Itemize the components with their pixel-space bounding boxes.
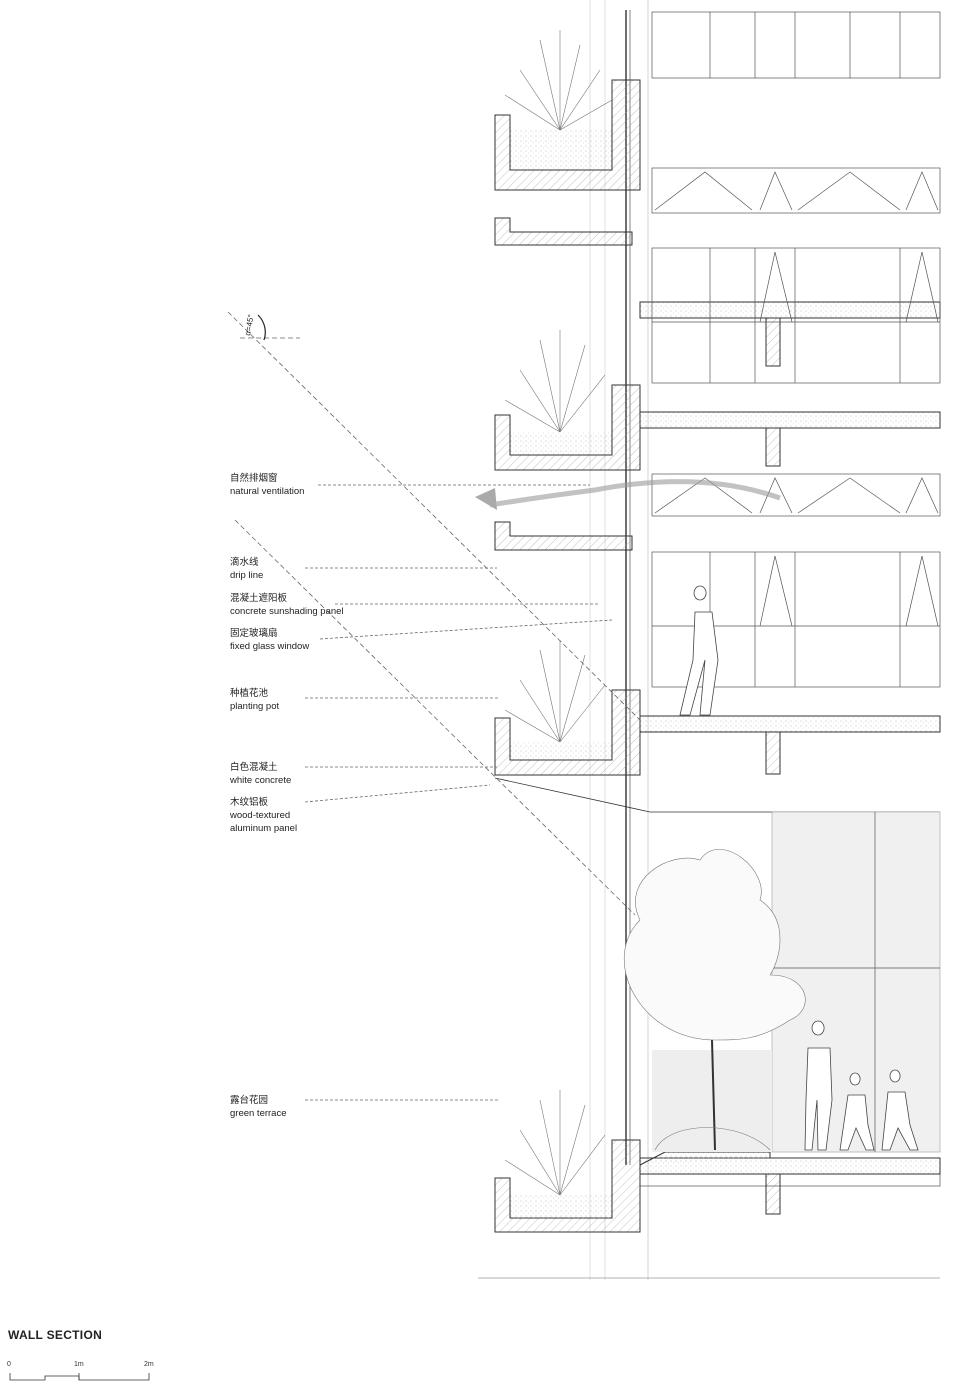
label-en: natural ventilation bbox=[230, 486, 305, 497]
label-en: concrete sunshading panel bbox=[230, 606, 344, 617]
scale-tick-0: 0 bbox=[7, 1361, 11, 1368]
label-planting-pot: 种植花池 planting pot bbox=[230, 687, 279, 713]
label-zh: 混凝土遮阳板 bbox=[230, 593, 288, 604]
label-en: planting pot bbox=[230, 701, 280, 712]
label-zh: 固定玻璃扇 bbox=[230, 628, 278, 639]
floor-1 bbox=[494, 79, 941, 367]
label-fixed-glass-window: 固定玻璃扇 fixed glass window bbox=[230, 627, 309, 653]
label-natural-ventilation: 自然排烟窗 natural ventilation bbox=[230, 472, 304, 498]
label-en: fixed glass window bbox=[230, 641, 310, 652]
label-zh: 种植花池 bbox=[230, 688, 269, 699]
label-en: drip line bbox=[230, 570, 264, 581]
label-zh: 自然排烟窗 bbox=[230, 473, 278, 484]
angle-label: α=45° bbox=[243, 314, 256, 337]
floor-3 bbox=[494, 689, 941, 813]
floor-4 bbox=[494, 1139, 941, 1233]
scale-bar bbox=[9, 1373, 150, 1381]
label-zh: 白色混凝土 bbox=[230, 762, 278, 773]
plants bbox=[504, 30, 806, 1196]
label-en: white concrete bbox=[230, 775, 292, 786]
label-en: green terrace bbox=[230, 1108, 287, 1119]
people bbox=[679, 585, 919, 1151]
label-zh: 木纹铝板 bbox=[230, 797, 269, 808]
scale-tick-2m: 2m bbox=[144, 1361, 154, 1368]
scale-tick-1m: 1m bbox=[74, 1361, 84, 1368]
drawing-title: WALL SECTION bbox=[8, 1328, 103, 1342]
label-zh: 滴水线 bbox=[230, 557, 259, 568]
label-wood-textured-aluminum-panel: 木纹铝板 wood-textured aluminum panel bbox=[230, 796, 310, 835]
label-white-concrete: 白色混凝土 white concrete bbox=[230, 761, 291, 787]
label-zh: 露台花园 bbox=[230, 1095, 269, 1106]
label-concrete-sunshading-panel: 混凝土遮阳板 concrete sunshading panel bbox=[230, 592, 344, 618]
label-green-terrace: 露台花园 green terrace bbox=[230, 1094, 287, 1120]
label-drip-line: 滴水线 drip line bbox=[230, 556, 263, 582]
floor-2 bbox=[494, 384, 941, 471]
label-en: wood-textured aluminum panel bbox=[230, 810, 298, 834]
